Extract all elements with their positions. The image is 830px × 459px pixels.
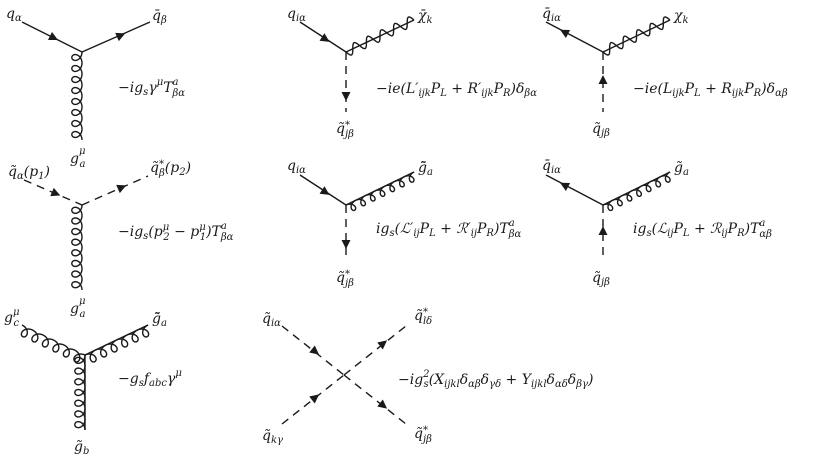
coupling-label: −ie(LijkPL + RijkPR)δαβ — [633, 81, 788, 99]
coupling-label: −gsfabcγμ — [118, 368, 182, 389]
arrow-icon — [50, 187, 61, 197]
arrow-icon — [341, 92, 351, 101]
leg-label-squark-j: q̃*jβ — [414, 425, 432, 445]
leg-label-gluino: g̃a — [674, 160, 689, 178]
leg-label-gluino: g̃b — [74, 439, 89, 457]
gluino-core — [345, 171, 415, 206]
leg-label-squark-in: q̃α(p1) — [8, 164, 50, 182]
vertex-quark-neutralino-squark: qiα χ̄k q̃*jβ −ie(L′ijkPL + R′ijkPR)δβα — [287, 6, 537, 140]
leg-label-gluino-bar: g̃̄a — [152, 311, 167, 329]
gluino-line — [345, 171, 415, 212]
leg-label-squark-i: q̃iα — [262, 311, 281, 329]
gluino-line-out — [84, 324, 150, 363]
vertex-antiquark-neutralino-squark: q̄iα χk q̃jβ −ie(LijkPL + RijkPR)δαβ — [542, 6, 788, 139]
leg-label-squark-out: q̃*β(p2) — [150, 159, 191, 179]
arrow-icon — [341, 240, 351, 249]
leg-label-quark-in: qα — [6, 6, 22, 24]
gluon-line — [71, 204, 83, 291]
squark-line-j — [343, 374, 407, 425]
gluon-line — [20, 324, 86, 363]
arrow-icon — [560, 182, 571, 191]
leg-label-neutralino: χk — [673, 8, 689, 26]
arrow-icon — [309, 345, 320, 355]
leg-label-antiquark: q̄β — [152, 8, 167, 26]
leg-label-neutralino: χ̄k — [417, 8, 433, 26]
leg-label-squark: q̃*jβ — [336, 269, 354, 289]
arrow-icon — [115, 32, 126, 42]
arrow-icon — [116, 184, 127, 194]
leg-label-squark: q̃jβ — [592, 270, 610, 288]
gluon-line — [71, 51, 83, 141]
arrow-icon — [598, 226, 608, 235]
arrow-icon — [377, 399, 388, 409]
gluino-line-down — [74, 354, 86, 431]
leg-label-squark-l: q̃*lδ — [414, 307, 432, 327]
leg-label-quark: qiα — [287, 158, 306, 176]
gluino-line — [602, 171, 671, 212]
arrow-icon — [319, 186, 330, 195]
arrow-icon — [309, 394, 320, 404]
leg-label-antiquark: q̄iα — [542, 6, 561, 24]
leg-label-squark: q̃jβ — [592, 121, 610, 139]
neutralino-core — [602, 19, 671, 53]
leg-label-gluino: g̃̄a — [418, 160, 433, 178]
squark-line-out — [81, 175, 149, 206]
coupling-label: −ie(L′ijkPL + R′ijkPR)δβα — [376, 81, 537, 99]
quark-line-out — [81, 21, 151, 53]
antiquark-line — [545, 21, 604, 53]
leg-label-squark-k: q̃kγ — [262, 428, 283, 446]
squark-line-l — [343, 325, 407, 376]
arrow-icon — [47, 31, 59, 41]
leg-label-quark: qiα — [287, 6, 306, 24]
gluino-core-out — [84, 324, 149, 356]
arrow-icon — [319, 33, 330, 42]
gluino-core — [602, 171, 671, 206]
leg-label-antiquark: q̄iα — [542, 158, 561, 176]
antiquark-line — [545, 174, 604, 206]
arrow-icon — [560, 29, 571, 38]
leg-label-squark: q̃*jβ — [336, 120, 354, 140]
arrow-icon — [377, 340, 388, 350]
neutralino-core — [345, 19, 415, 53]
arrow-icon — [598, 75, 608, 84]
